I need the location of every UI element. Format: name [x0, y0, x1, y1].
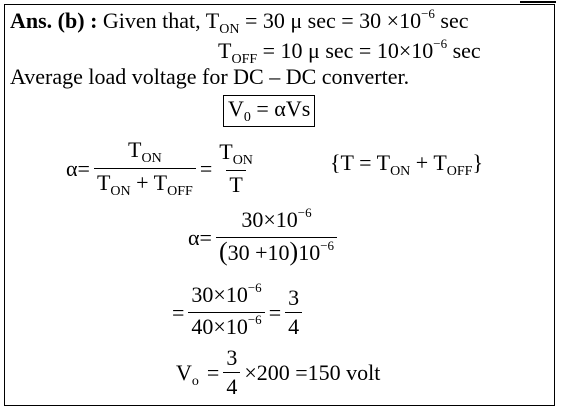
t-off-symbol: TOFF	[218, 38, 258, 67]
given-line-2: TOFF = 10 μ sec = 10×10−6 sec	[218, 36, 481, 68]
t-off-value: = 10 μ sec = 10×10	[262, 38, 434, 63]
output-voltage-result: Vo = 3 4 ×200 =150 volt	[176, 346, 380, 399]
statement-text: Average load voltage for DC – DC convert…	[10, 64, 410, 89]
alpha-numeric: α = 30×10−6 (30 +10)10−6	[188, 205, 341, 268]
fraction-ton-over-t: TON T	[219, 139, 253, 197]
alpha-symbol-2: α	[188, 225, 200, 250]
top-rule	[520, 1, 556, 3]
t-on-symbol: TON	[205, 8, 240, 37]
equals-sign-4: =	[172, 299, 185, 325]
answer-label: Ans. (b) :	[10, 8, 98, 33]
fraction-alpha-values: 30×10−6 (30 +10)10−6	[215, 205, 338, 268]
t-on-unit: sec	[440, 8, 469, 33]
fraction-ton-over-sum: TON TON + TOFF	[93, 138, 196, 199]
t-off-unit: sec	[452, 38, 481, 63]
given-line-1: Ans. (b) : Given that, TON = 30 μ sec = …	[10, 6, 469, 38]
equals-sign-3: =	[199, 225, 212, 250]
vo-symbol: Vo	[176, 359, 199, 389]
alpha-definition: α = TON TON + TOFF = TON T	[66, 138, 260, 200]
boxed-formula-frame: V0 = αVs	[223, 95, 316, 127]
t-off-exponent: −6	[433, 36, 448, 51]
alpha-simplified: = 30×10−6 40×10−6 = 3 4	[172, 280, 306, 342]
t-on-exponent: −6	[421, 6, 435, 21]
equals-sign-6: =	[206, 359, 220, 385]
t-on-value: = 30 μ sec = 30 ×10	[244, 8, 422, 33]
alpha-symbol: α	[66, 155, 78, 181]
equals-sign-5: =	[268, 299, 282, 325]
boxed-formula: V0 = αVs	[223, 95, 316, 127]
answer-box	[4, 4, 555, 406]
period-relation: {T = TON + TOFF}	[330, 150, 484, 179]
fraction-3-over-4: 3 4	[285, 286, 303, 339]
given-text: Given that,	[102, 8, 201, 33]
fraction-30-over-40: 30×10−6 40×10−6	[188, 280, 265, 342]
equals-sign: =	[77, 155, 90, 181]
result-value: ×200 =150 volt	[244, 359, 381, 385]
fraction-3-over-4-b: 3 4	[223, 346, 241, 399]
equals-sign-2: =	[199, 155, 213, 181]
